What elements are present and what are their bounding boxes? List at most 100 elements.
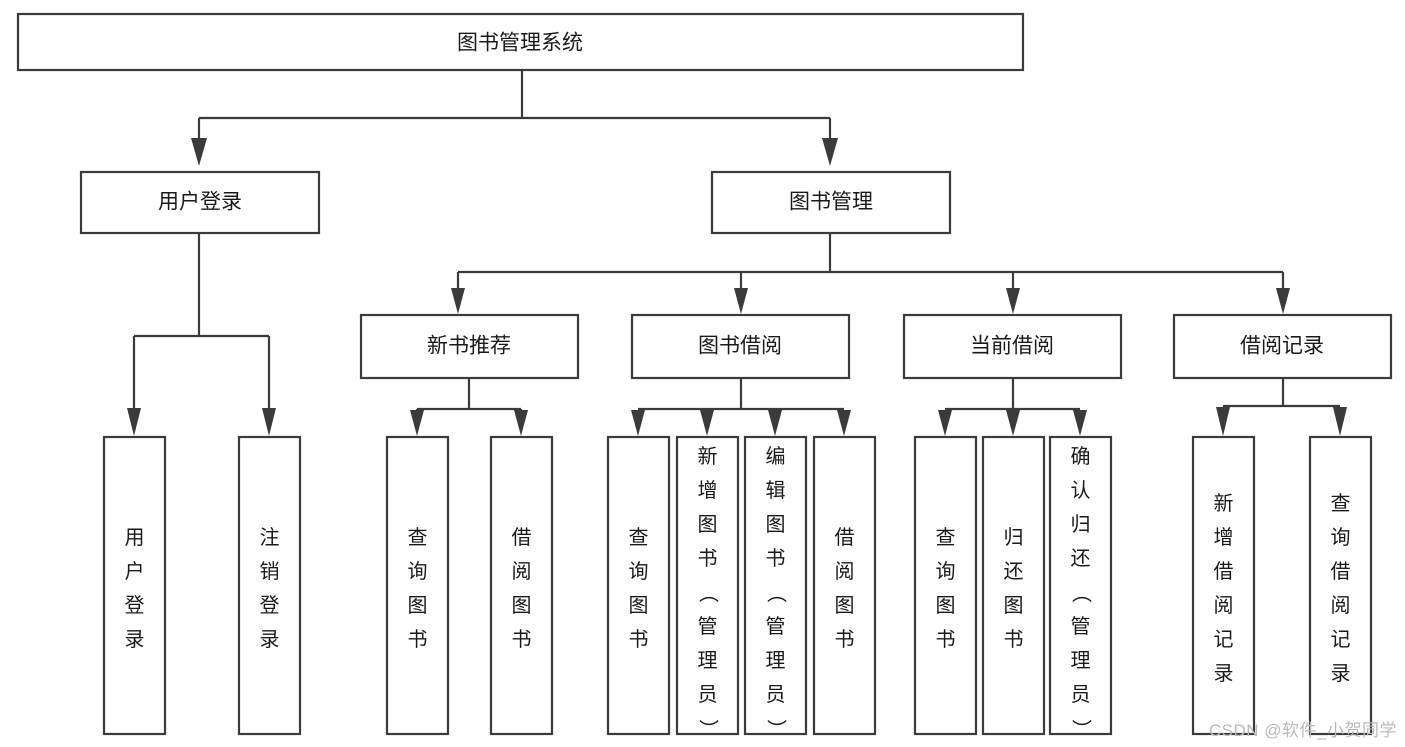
node-leaf-borrow-book-2[interactable] xyxy=(812,435,877,736)
node-leaf-edit-book-box[interactable] xyxy=(743,435,808,736)
node-book-manage-label: 图书管理 xyxy=(789,191,873,214)
node-leaf-query-book-2[interactable] xyxy=(606,435,671,736)
arrowhead-leaf-query-record xyxy=(1333,407,1347,436)
node-book-borrow-box[interactable] xyxy=(630,313,851,380)
leaf-label-char: 借 xyxy=(835,526,855,549)
leaf-labels-layer: 用户登录注销登录查询图书借阅图书查询图书新增图书（管理员）编辑图书（管理员）借阅… xyxy=(125,445,1351,739)
leaf-label-char: 图 xyxy=(408,595,428,617)
node-book-borrow-label: 图书借阅 xyxy=(698,335,782,358)
leaf-label-char: 增 xyxy=(698,479,718,502)
node-leaf-confirm-return-box[interactable] xyxy=(1048,435,1113,736)
node-leaf-query-book-3-box[interactable] xyxy=(913,435,978,736)
node-leaf-query-book-3[interactable] xyxy=(913,435,978,736)
leaf-label-char: 阅 xyxy=(1214,594,1234,617)
arrowhead-leaf-add-record xyxy=(1216,407,1230,436)
node-book-manage-box[interactable] xyxy=(710,170,952,235)
node-leaf-edit-book[interactable] xyxy=(743,435,808,736)
leaf-label-char: 户 xyxy=(125,560,145,583)
leaf-label-char: 书 xyxy=(408,628,428,651)
leaf-label-char: ） xyxy=(765,719,788,739)
leaf-label-char: 增 xyxy=(1214,526,1234,549)
connector-new-book-to-leaves xyxy=(410,378,528,436)
leaf-label-char: （ xyxy=(765,583,788,603)
leaf-label-char: 书 xyxy=(629,628,649,651)
leaf-label-char: 管 xyxy=(1071,615,1091,638)
leaf-label-char: 图 xyxy=(835,595,855,617)
arrowhead-current-borrow xyxy=(1006,288,1020,314)
leaf-label-char: 图 xyxy=(629,595,649,617)
leaf-label-char: 注 xyxy=(260,526,280,549)
leaf-label-char: 书 xyxy=(1004,628,1024,651)
node-leaf-borrow-book-1-box[interactable] xyxy=(489,435,554,736)
node-leaf-user-login-box[interactable] xyxy=(102,435,167,736)
node-current-borrow-box[interactable] xyxy=(902,313,1123,380)
node-new-book-recommend-label: 新书推荐 xyxy=(427,335,511,358)
node-leaf-logout-box[interactable] xyxy=(237,435,302,736)
leaf-label-char: 用 xyxy=(125,527,145,549)
node-book-borrow[interactable]: 图书借阅 xyxy=(630,313,851,380)
leaf-label-char: 认 xyxy=(1071,479,1091,502)
node-leaf-borrow-book-2-box[interactable] xyxy=(812,435,877,736)
arrowhead-book-manage xyxy=(822,138,838,166)
leaf-label-char: 员 xyxy=(698,684,718,706)
node-leaf-query-book-1-box[interactable] xyxy=(385,435,450,736)
arrowhead-leaf-return-book xyxy=(1006,410,1020,436)
connector-current-borrow-to-leaves xyxy=(938,378,1087,436)
arrowhead-leaf-user-login xyxy=(127,408,141,436)
node-leaf-add-record[interactable] xyxy=(1191,435,1256,736)
node-user-login-box[interactable] xyxy=(79,170,321,235)
node-root[interactable]: 图书管理系统 xyxy=(16,12,1025,72)
node-leaf-query-record-box[interactable] xyxy=(1308,435,1373,736)
node-leaf-add-record-box[interactable] xyxy=(1191,435,1256,736)
leaf-label-char: 理 xyxy=(1071,650,1091,672)
arrowhead-leaf-logout xyxy=(262,408,276,436)
arrowhead-user-login xyxy=(191,138,207,166)
node-leaf-borrow-book-1[interactable] xyxy=(489,435,554,736)
connector-borrow-record-to-leaves xyxy=(1216,378,1347,436)
node-current-borrow[interactable]: 当前借阅 xyxy=(902,313,1123,380)
node-leaf-query-record[interactable] xyxy=(1308,435,1373,736)
leaf-label-char: 还 xyxy=(1004,560,1024,583)
leaf-label-char: 询 xyxy=(408,560,428,583)
node-leaf-query-book-2-box[interactable] xyxy=(606,435,671,736)
arrowhead-leaf-borrow-book-2 xyxy=(837,410,851,436)
node-borrow-record-box[interactable] xyxy=(1172,313,1393,380)
arrowhead-book-borrow xyxy=(734,288,748,314)
node-new-book-recommend[interactable]: 新书推荐 xyxy=(359,313,580,380)
arrowhead-leaf-confirm-return xyxy=(1073,410,1087,436)
node-book-manage[interactable]: 图书管理 xyxy=(710,170,952,235)
node-leaf-confirm-return[interactable] xyxy=(1048,435,1113,736)
leaf-label-char: 阅 xyxy=(835,560,855,583)
leaf-label-char: 书 xyxy=(698,547,718,570)
leaf-label-char: 员 xyxy=(1071,684,1091,706)
arrowhead-leaf-query-book-3 xyxy=(938,410,952,436)
node-leaf-add-book-box[interactable] xyxy=(675,435,740,736)
node-new-book-recommend-box[interactable] xyxy=(359,313,580,380)
leaf-label-char: 录 xyxy=(1214,663,1234,685)
leaf-label-char: 借 xyxy=(1331,560,1351,583)
node-leaf-return-book[interactable] xyxy=(981,435,1046,736)
node-leaf-query-book-1[interactable] xyxy=(385,435,450,736)
leaf-label-char: ） xyxy=(1070,719,1093,739)
leaf-label-char: 销 xyxy=(260,560,280,583)
leaf-label-char: 询 xyxy=(936,560,956,583)
leaf-label-char: 新 xyxy=(698,445,718,468)
node-root-box[interactable] xyxy=(16,12,1025,72)
leaf-label-char: 理 xyxy=(698,650,718,672)
arrowhead-borrow-record xyxy=(1276,288,1290,314)
leaf-label-char: 录 xyxy=(125,629,145,651)
node-leaf-add-book[interactable] xyxy=(675,435,740,736)
leaf-label-char: 查 xyxy=(936,526,956,549)
leaf-label-char: 图 xyxy=(512,595,532,617)
node-borrow-record[interactable]: 借阅记录 xyxy=(1172,313,1393,380)
leaf-label-char: 书 xyxy=(936,628,956,651)
node-leaf-user-login[interactable] xyxy=(102,435,167,736)
leaf-label-char: 图 xyxy=(766,514,786,536)
leaf-label-char: 管 xyxy=(698,615,718,638)
node-user-login[interactable]: 用户登录 xyxy=(79,170,321,235)
node-leaf-return-book-box[interactable] xyxy=(981,435,1046,736)
node-leaf-logout[interactable] xyxy=(237,435,302,736)
leaf-label-char: 编 xyxy=(766,445,786,468)
leaf-label-char: 登 xyxy=(125,594,145,617)
